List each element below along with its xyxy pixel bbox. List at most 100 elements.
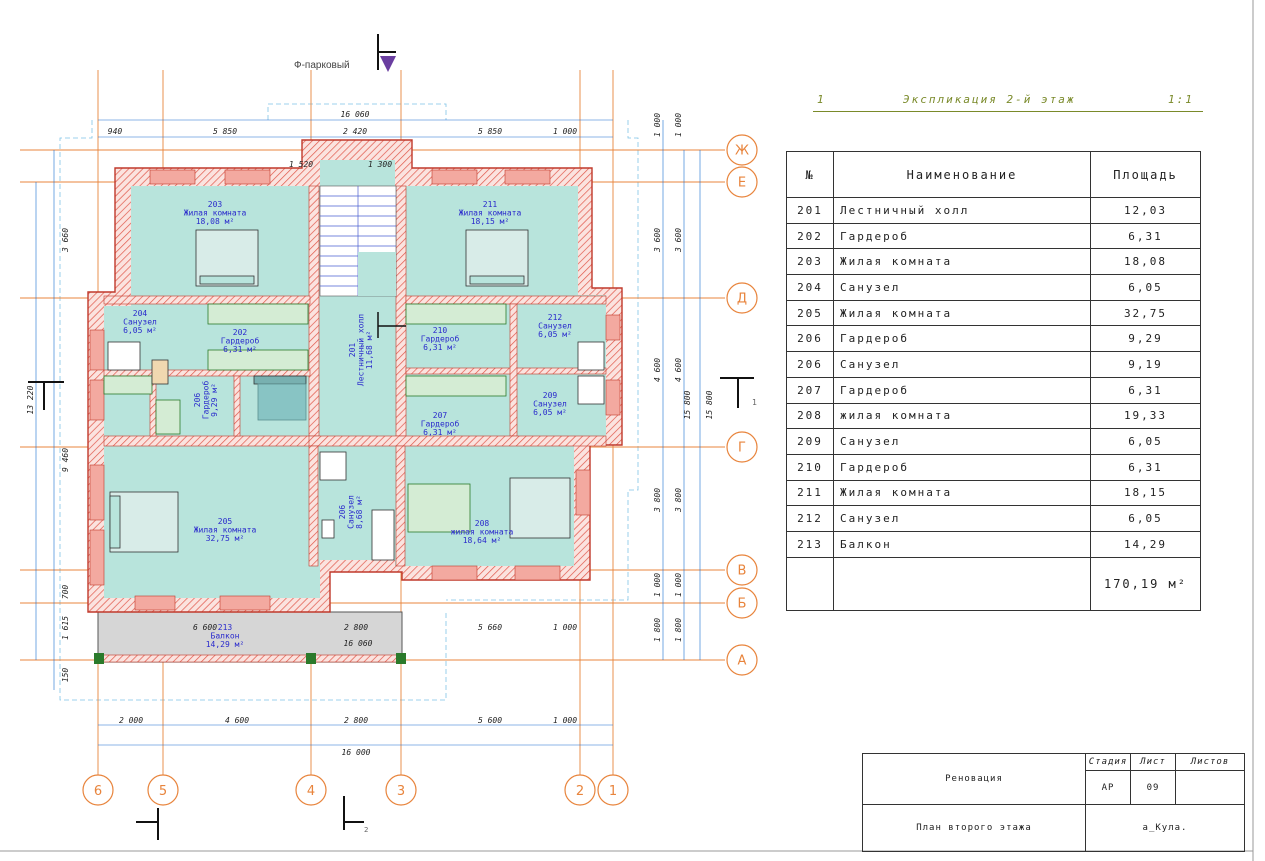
axis-label-v-3: 3 <box>397 784 405 799</box>
title-block-project: Реновация <box>862 753 1086 805</box>
dim-stair-2: 1 300 <box>368 160 392 169</box>
explication-cell-num: 204 <box>786 274 834 301</box>
axis-label-h-1: Е <box>738 176 746 191</box>
explication-cell-area: 6,05 <box>1090 274 1201 301</box>
room-area: 11,68 м² <box>365 331 374 370</box>
title-block-stage-label: Стадия <box>1085 752 1131 772</box>
room-name: Гардероб <box>421 334 460 344</box>
explication-cell-area: 9,29 <box>1090 325 1201 353</box>
dim-left-2: 9 460 <box>61 448 70 472</box>
room-num: 208 <box>475 519 490 528</box>
explication-cell-num: 207 <box>786 376 834 404</box>
axis-bubble-v-3: 3 <box>385 774 417 806</box>
explication-cell-num: 206 <box>786 351 834 378</box>
dim-balcony-4: 5 660 <box>478 623 502 632</box>
dim-left-overall: 13 220 <box>26 385 35 414</box>
room-name: Гардероб <box>421 419 460 429</box>
explication-cell-name: Санузел <box>833 428 1091 455</box>
explication-cell-name: Санузел <box>833 351 1091 378</box>
room-num: 201 <box>348 343 357 358</box>
room-name: Санузел <box>538 322 572 331</box>
explication-cell-name: Гардероб <box>833 222 1091 250</box>
explication-cell-area: 6,05 <box>1090 428 1201 455</box>
axis-label-v-5: 1 <box>609 784 617 799</box>
explication-cell-area: 12,03 <box>1090 197 1201 224</box>
room-num: 207 <box>433 411 448 420</box>
room-area: 6,31 м² <box>423 343 457 352</box>
room-name: Санузел <box>533 400 567 409</box>
room-num: 212 <box>548 313 563 322</box>
explication-cell-area: 6,31 <box>1090 453 1201 481</box>
explication-cell-area: 18,08 <box>1090 248 1201 276</box>
explication-caption-title: Экспликация 2-й этаж <box>903 93 1076 106</box>
dim-right2-2: 3 600 <box>674 228 683 253</box>
dim-right2-6: 1 800 <box>674 618 683 642</box>
room-area: 6,05 м² <box>533 408 567 417</box>
explication-total-empty <box>786 556 834 611</box>
room-num: 204 <box>133 309 148 318</box>
explication-caption: 1 Экспликация 2-й этаж 1:1 <box>813 88 1203 112</box>
room-area: 6,05 м² <box>123 326 157 335</box>
axis-bubble-v-4: 2 <box>564 774 596 806</box>
room-name: Жилая комната <box>184 209 247 218</box>
room-num: 213 <box>218 623 233 632</box>
section-marker-label: Ф-парковый <box>294 60 350 71</box>
dim-top-3: 2 420 <box>343 127 367 136</box>
room-name: Санузел <box>123 318 157 327</box>
axis-label-h-3: Г <box>738 441 746 456</box>
axis-bubble-4: В <box>726 554 758 586</box>
explication-cell-area: 6,31 <box>1090 222 1201 250</box>
explication-caption-num: 1 <box>817 93 826 106</box>
explication-total-row: 170,19 м² <box>786 556 1201 611</box>
explication-cell-area: 19,33 <box>1090 402 1201 430</box>
explication-cell-area: 14,29 <box>1090 530 1201 558</box>
balcony-213 <box>94 611 406 664</box>
axis-bubble-5: Б <box>726 587 758 619</box>
dim-bottom-1: 2 000 <box>119 716 143 725</box>
outline-dashed <box>59 103 639 701</box>
title-block: Реновация Стадия Лист Листов АР 09 План … <box>862 752 1245 852</box>
title-block-sheet-label: Лист <box>1130 752 1176 772</box>
dim-right1-4: 3 800 <box>653 488 662 513</box>
room-area: 18,15 м² <box>471 217 510 226</box>
dim-right1-5: 1 000 <box>653 573 662 597</box>
dim-top-4: 5 850 <box>478 127 502 136</box>
explication-cell-area: 32,75 <box>1090 299 1201 327</box>
explication-cell-num: 201 <box>786 197 834 224</box>
room-num: 205 <box>218 517 233 526</box>
room-name: жилая комната <box>451 528 514 537</box>
dim-right2-1: 1 000 <box>674 113 683 137</box>
header-area: Площадь <box>1090 151 1201 198</box>
room-area: 6,31 м² <box>223 345 257 354</box>
section-marker-right <box>720 377 754 408</box>
section-marker-mid <box>377 312 406 338</box>
room-num: 206 <box>338 505 347 520</box>
title-block-stage: АР <box>1085 770 1131 805</box>
dim-right-overall-2: 15 800 <box>705 390 714 419</box>
dim-left-5: 150 <box>61 668 70 683</box>
title-block-drawing-title: План второго этажа <box>862 804 1086 852</box>
section-label-right: 1 <box>752 398 757 407</box>
furniture <box>103 229 605 561</box>
room-area: 8,68 м² <box>355 495 364 529</box>
room-area: 14,29 м² <box>206 640 245 649</box>
room-area: 6,31 м² <box>423 428 457 437</box>
